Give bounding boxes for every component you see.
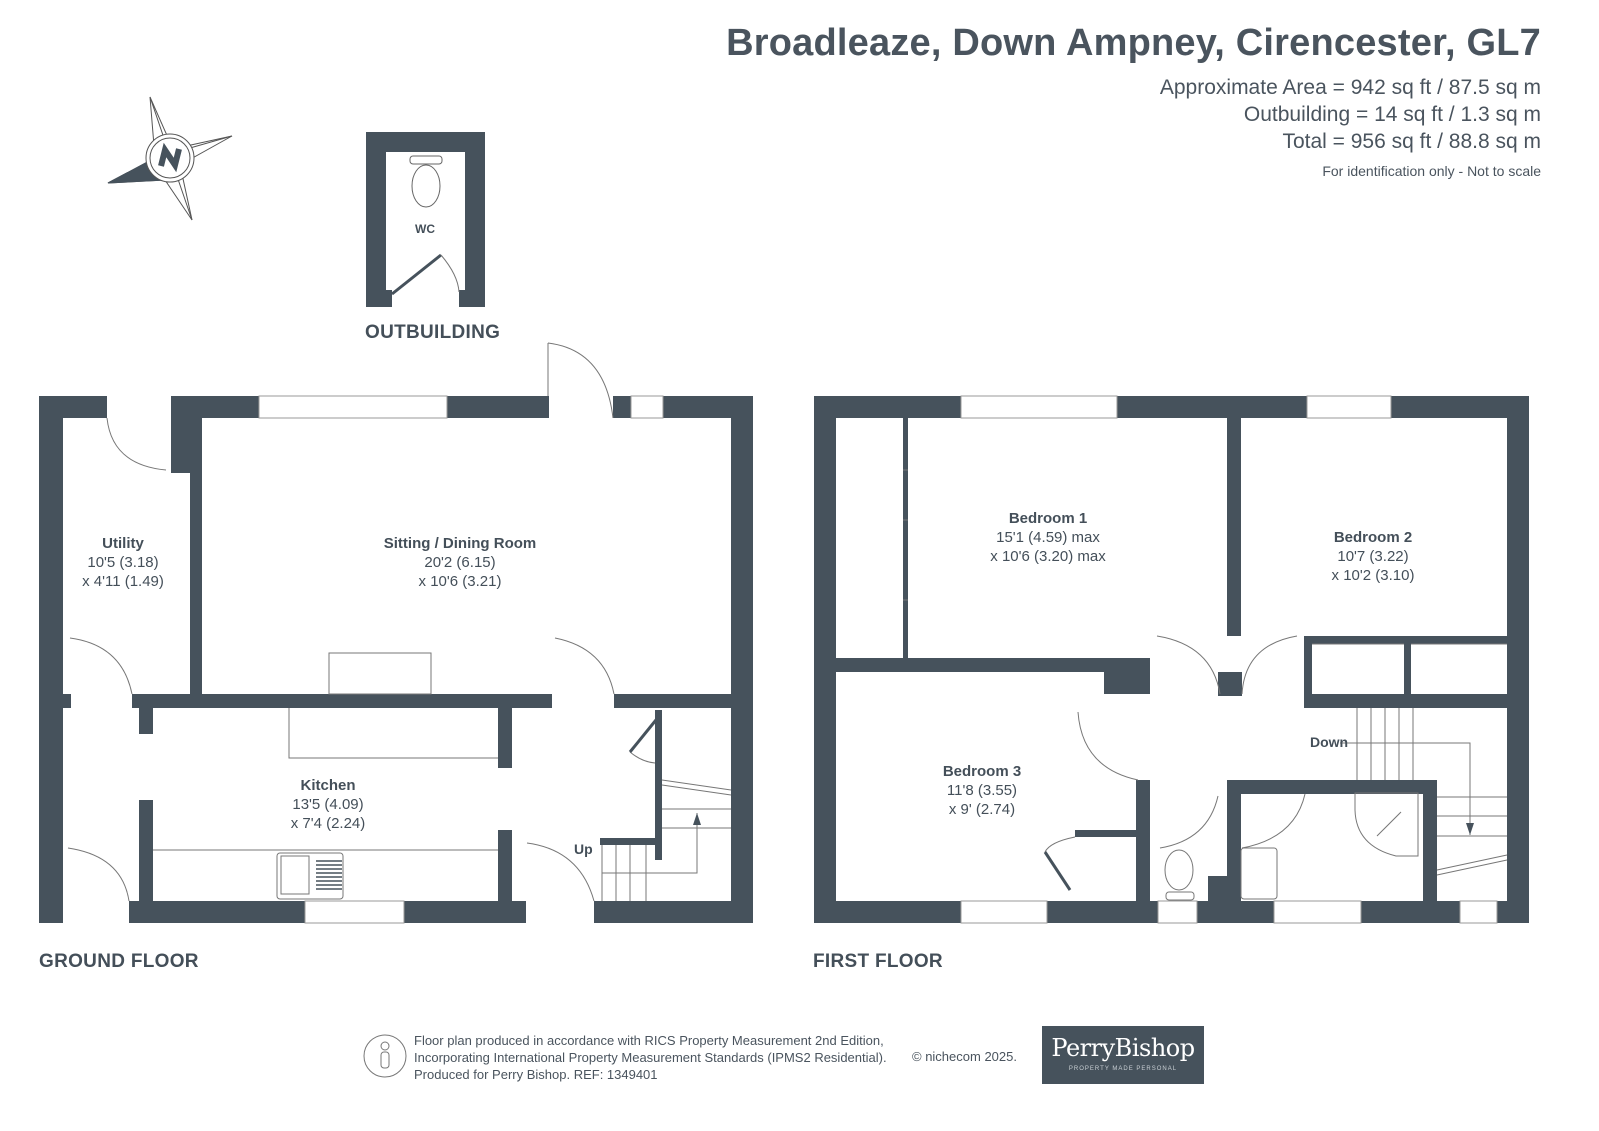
room-sitting-dining: Sitting / Dining Room 20'2 (6.15) x 10'6… bbox=[340, 534, 580, 591]
room-name: Sitting / Dining Room bbox=[383, 535, 537, 552]
person-icon bbox=[363, 1034, 407, 1078]
room-dimension: x 10'2 (3.10) bbox=[1331, 567, 1415, 584]
room-dimension: 15'1 (4.59) max bbox=[996, 529, 1100, 546]
room-dimension: 10'5 (3.18) bbox=[87, 554, 159, 571]
room-utility: Utility 10'5 (3.18) x 4'11 (1.49) bbox=[63, 534, 183, 591]
room-kitchen: Kitchen 13'5 (4.09) x 7'4 (2.24) bbox=[258, 776, 398, 833]
ground-floor-plan bbox=[39, 395, 753, 924]
room-name: Utility bbox=[102, 535, 144, 552]
room-bedroom-2: Bedroom 2 10'7 (3.22) x 10'2 (3.10) bbox=[1313, 528, 1433, 585]
logo-tagline: PROPERTY MADE PERSONAL bbox=[1068, 1066, 1178, 1072]
copyright-notice: © nichecom 2025. bbox=[912, 1049, 1017, 1064]
room-name: Bedroom 2 bbox=[1333, 529, 1413, 546]
agent-logo: PerryBishop PROPERTY MADE PERSONAL bbox=[1042, 1026, 1204, 1084]
room-name: Bedroom 1 bbox=[1008, 510, 1088, 527]
first-floor-plan bbox=[814, 395, 1529, 924]
approximate-area: Approximate Area = 942 sq ft / 87.5 sq m bbox=[1159, 76, 1541, 99]
room-dimension: 10'7 (3.22) bbox=[1337, 548, 1409, 565]
scale-disclaimer: For identification only - Not to scale bbox=[1322, 163, 1541, 179]
room-dimension: 11'8 (3.55) bbox=[946, 782, 1018, 799]
room-dimension: x 10'6 (3.21) bbox=[418, 573, 502, 590]
footer-line: Produced for Perry Bishop. REF: 1349401 bbox=[414, 1067, 658, 1082]
ground-floor-label: GROUND FLOOR bbox=[39, 951, 199, 972]
room-dimension: 13'5 (4.09) bbox=[292, 796, 364, 813]
room-dimension: x 10'6 (3.20) max bbox=[990, 548, 1106, 565]
footer-measurement-notice: Floor plan produced in accordance with R… bbox=[414, 1032, 887, 1083]
total-area: Total = 956 sq ft / 88.8 sq m bbox=[1282, 130, 1541, 153]
room-bedroom-1: Bedroom 1 15'1 (4.59) max x 10'6 (3.20) … bbox=[968, 509, 1128, 566]
outbuilding-plan bbox=[366, 132, 485, 307]
stairs-down-label: Down bbox=[1310, 734, 1349, 750]
footer-line: Floor plan produced in accordance with R… bbox=[414, 1033, 884, 1048]
room-bedroom-3: Bedroom 3 11'8 (3.55) x 9' (2.74) bbox=[922, 762, 1042, 819]
room-name: Kitchen bbox=[300, 777, 356, 794]
property-title: Broadleaze, Down Ampney, Cirencester, GL… bbox=[726, 22, 1541, 64]
room-dimension: 20'2 (6.15) bbox=[424, 554, 496, 571]
room-dimension: x 7'4 (2.24) bbox=[290, 815, 366, 832]
footer-line: Incorporating International Property Mea… bbox=[414, 1050, 887, 1065]
logo-brand: PerryBishop bbox=[1051, 1034, 1195, 1062]
room-dimension: x 4'11 (1.49) bbox=[82, 573, 164, 590]
room-name: Bedroom 3 bbox=[942, 763, 1022, 780]
compass-icon bbox=[107, 96, 233, 221]
outbuilding-area: Outbuilding = 14 sq ft / 1.3 sq m bbox=[1243, 103, 1541, 126]
stairs-up-label: Up bbox=[574, 841, 593, 857]
room-label-wc: WC bbox=[415, 222, 435, 236]
outbuilding-label: OUTBUILDING bbox=[365, 322, 501, 343]
room-dimension: x 9' (2.74) bbox=[948, 801, 1016, 818]
first-floor-label: FIRST FLOOR bbox=[813, 951, 943, 972]
